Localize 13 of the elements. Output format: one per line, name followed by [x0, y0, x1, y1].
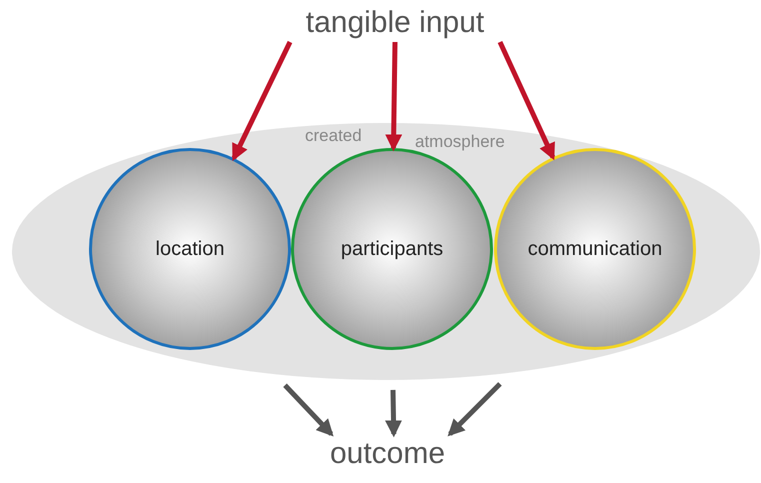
sphere-label: location	[156, 238, 224, 260]
arrow	[385, 42, 402, 152]
ellipse-label: atmosphere	[415, 132, 505, 152]
sphere-label: participants	[340, 238, 444, 260]
arrow	[498, 40, 556, 160]
node-text: outcome	[325, 436, 450, 472]
sphere-label: communication	[528, 238, 662, 260]
arrow	[385, 390, 402, 438]
arrow	[448, 382, 502, 436]
arrow	[232, 40, 292, 162]
node-text: tangible input	[290, 4, 500, 42]
arrow	[283, 384, 334, 436]
ellipse-label: created	[305, 126, 362, 146]
